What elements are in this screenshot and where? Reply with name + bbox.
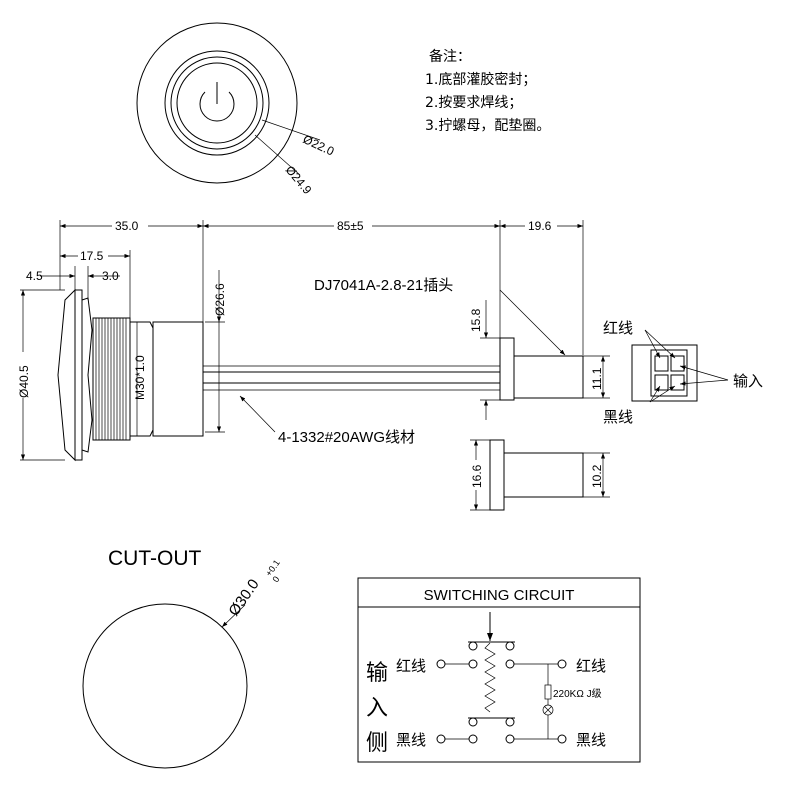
spring-icon xyxy=(484,642,496,713)
dim-15: 15.8 xyxy=(469,308,483,332)
switching-circuit: SWITCHING CIRCUIT 输 入 侧 红线 黑线 红线 黑线 220K… xyxy=(357,577,641,763)
circuit-title: SWITCHING CIRCUIT xyxy=(424,587,575,604)
dim-16: 16.6 xyxy=(470,464,484,488)
cutout-view: CUT-OUT Ø30.0 +0.1 0 xyxy=(82,547,282,769)
lamp-icon xyxy=(542,704,554,716)
black-wire-label: 黑线 xyxy=(603,408,633,426)
cable xyxy=(203,365,500,391)
top-view: Ø22.0 Ø24.9 xyxy=(136,22,337,197)
left-black-label: 黑线 xyxy=(396,731,426,749)
dim-19: 19.6 xyxy=(528,219,552,233)
note-item: 3.拧螺母，配垫圈。 xyxy=(425,118,551,134)
input-label: 输入 xyxy=(733,372,763,390)
thread-label: M30*1.0 xyxy=(133,355,147,400)
connector-label: DJ7041A-2.8-21插头 xyxy=(314,277,453,294)
dim-35: 35.0 xyxy=(115,219,139,233)
thread-lines xyxy=(95,318,127,440)
dim-17: 17.5 xyxy=(80,249,104,263)
dimensions: 35.0 85±5 19.6 17.5 4.5 3.0 Ø40.5 Ø26.6 xyxy=(16,218,584,461)
notes: 备注： 1.底部灌胶密封； 2.按要求焊线； 3.拧螺母，配垫圈。 xyxy=(425,46,550,138)
dim-10: 10.2 xyxy=(590,464,604,488)
dim-85: 85±5 xyxy=(337,219,364,233)
resistor-label: 220KΩ J级 xyxy=(553,688,602,700)
side-char-2: 入 xyxy=(366,696,388,721)
cutout-tol-lower: 0 xyxy=(270,574,281,584)
cutout-dia: Ø30.0 xyxy=(225,576,262,619)
dim-3: 3.0 xyxy=(102,269,119,283)
right-black-label: 黑线 xyxy=(576,731,606,749)
connector-end-view: 红线 黑线 输入 xyxy=(603,319,763,426)
right-red-label: 红线 xyxy=(576,657,606,675)
note-item: 2.按要求焊线； xyxy=(425,95,523,111)
side-char-1: 输 xyxy=(366,661,388,686)
dim-26: Ø26.6 xyxy=(213,283,227,316)
left-red-label: 红线 xyxy=(396,657,426,675)
notes-title: 备注： xyxy=(429,49,471,65)
red-wire-label: 红线 xyxy=(603,319,633,337)
connector-bottom-view: 16.6 10.2 xyxy=(470,439,610,511)
dim-40: Ø40.5 xyxy=(17,365,31,398)
wire-label: 4-1332#20AWG线材 xyxy=(278,429,415,446)
note-item: 1.底部灌胶密封； xyxy=(425,72,537,88)
dim-4: 4.5 xyxy=(26,269,43,283)
dia-inner-label: Ø22.0 xyxy=(301,132,337,159)
cutout-title: CUT-OUT xyxy=(108,547,201,570)
dia-outer-label: Ø24.9 xyxy=(283,163,315,197)
side-view: M30*1.0 4-1332#20AWG线材 DJ7041A-2.8-21插头 … xyxy=(57,277,610,462)
connector-side xyxy=(499,337,584,401)
power-icon xyxy=(199,82,235,122)
side-char-3: 侧 xyxy=(366,731,388,756)
dim-11: 11.1 xyxy=(590,367,604,390)
